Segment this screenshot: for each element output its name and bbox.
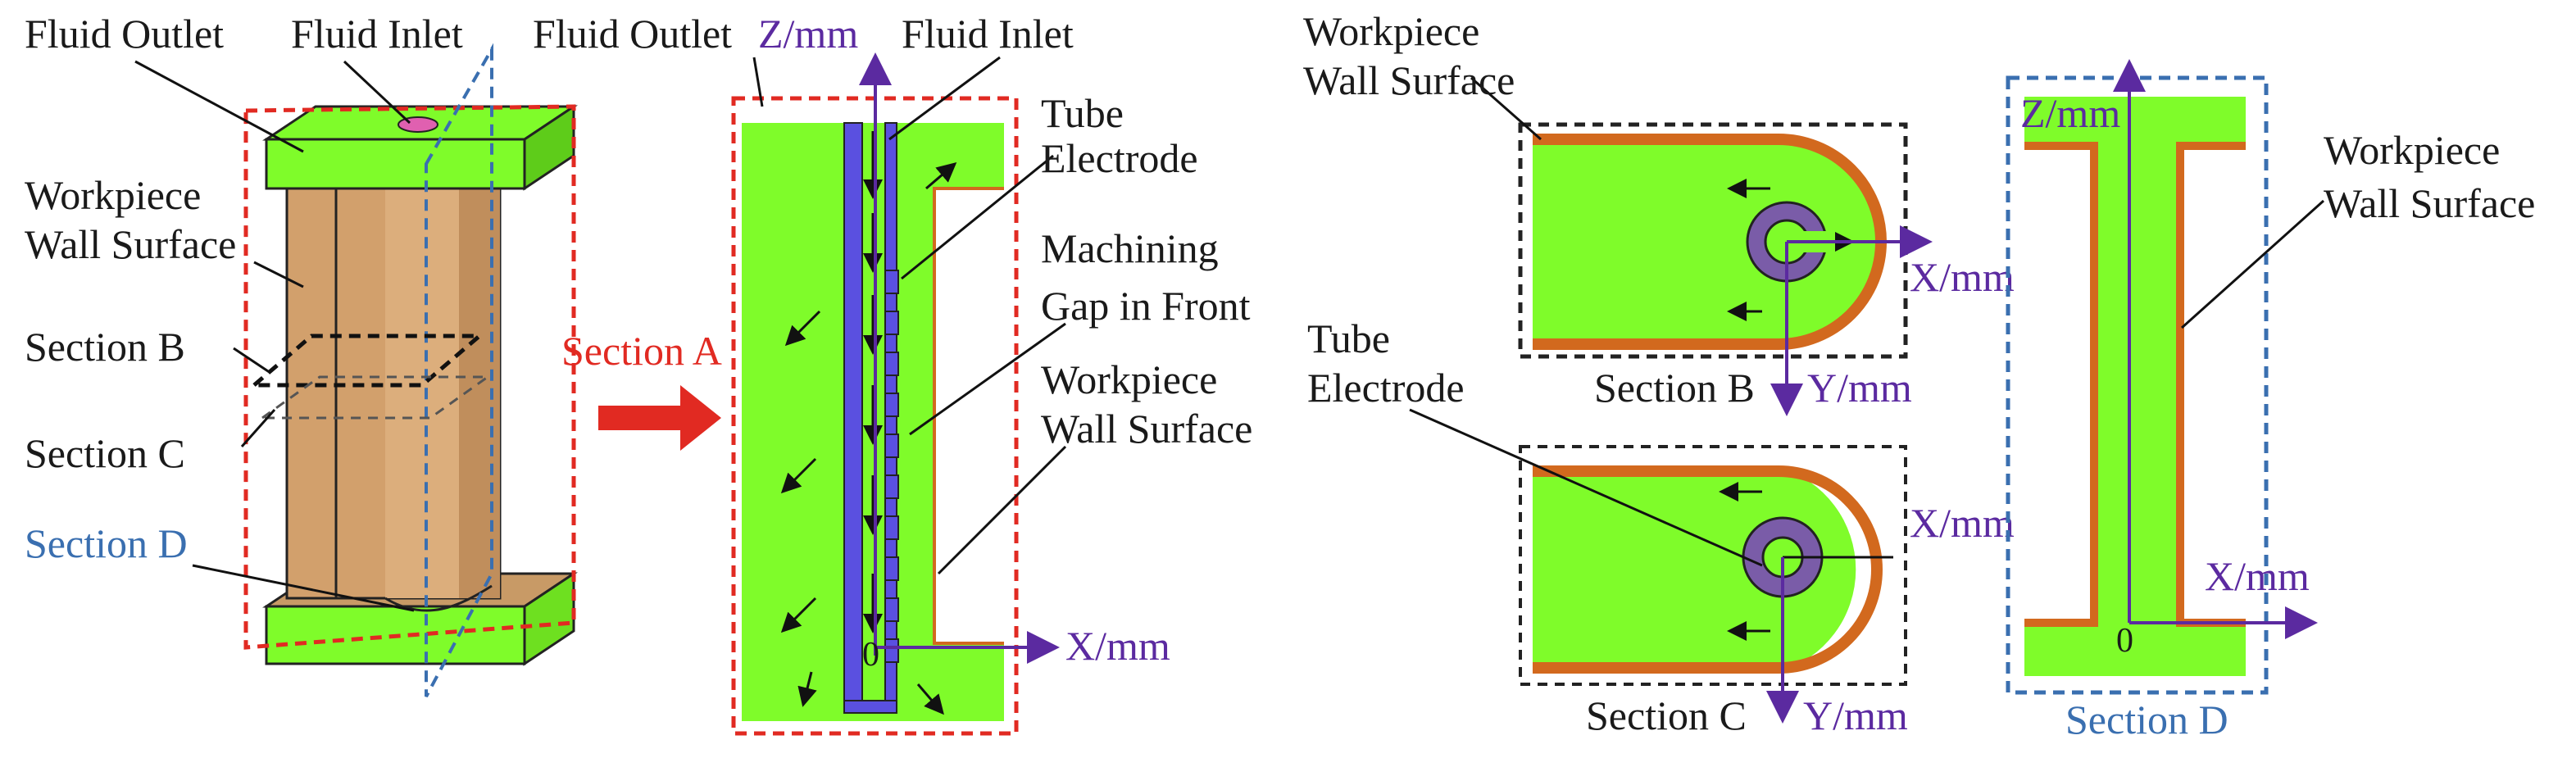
label-fluid-outlet: Fluid Outlet	[25, 11, 224, 57]
workpiece-pillar	[285, 187, 502, 612]
section-d-wall-left	[2024, 142, 2098, 627]
label-wall-line1-b: Workpiece	[1303, 8, 1479, 54]
label-x-axis-c: X/mm	[1910, 500, 2015, 546]
section-b-view	[1518, 122, 1933, 416]
label-wall-line1: Workpiece	[1041, 356, 1217, 402]
section-a-arrow	[598, 385, 721, 451]
section-a-plane	[243, 104, 576, 650]
label-x-axis-b: X/mm	[1910, 254, 2015, 300]
inlet-hole-icon	[398, 116, 438, 133]
label-wall-line2-d: Wall Surface	[2324, 180, 2535, 226]
label-tube-line2: Electrode	[1041, 135, 1198, 181]
section-c-view	[1519, 445, 1907, 724]
label-fluid-inlet: Fluid Inlet	[291, 11, 463, 57]
tube-electrode-bottom	[843, 700, 897, 714]
label-wall-line2: Wall Surface	[1041, 406, 1252, 452]
section-d-fluid	[2024, 97, 2246, 676]
label-wall-line2-b: Wall Surface	[1303, 57, 1515, 103]
top-block	[262, 104, 578, 191]
label-tube-line1: Tube	[1041, 90, 1124, 136]
panel-section-d: Z/mm Workpiece Wall Surface X/mm 0 Secti…	[2006, 59, 2535, 742]
label-origin-d: 0	[2116, 622, 2133, 660]
label-section-a: Section A	[561, 328, 722, 374]
tube-electrode-left	[843, 122, 863, 714]
panel-sections-b-c: Workpiece Wall Surface X/mm Section B Y/…	[1303, 8, 2015, 738]
label-workpiece-line1: Workpiece	[25, 172, 201, 218]
label-tube-line2-c: Electrode	[1307, 365, 1465, 411]
label-section-d-title: Section D	[2065, 697, 2228, 742]
label-workpiece-line2: Wall Surface	[25, 221, 236, 267]
label-y-axis-b: Y/mm	[1807, 365, 1912, 411]
label-section-c-title: Section C	[1586, 692, 1747, 738]
label-tube-line1-c: Tube	[1307, 315, 1390, 361]
label-section-b-title: Section B	[1594, 365, 1755, 411]
label-gap-line2: Gap in Front	[1041, 283, 1251, 329]
label-section-d: Section D	[25, 520, 188, 566]
label-z-axis-a: Z/mm	[758, 11, 858, 57]
section-c-wall	[1533, 465, 1883, 674]
label-fluid-outlet-a: Fluid Outlet	[533, 11, 732, 57]
flow-arrows	[780, 131, 957, 715]
section-d-frame	[2006, 75, 2269, 695]
label-wall-line1-d: Workpiece	[2324, 127, 2500, 173]
label-z-axis-d: Z/mm	[2020, 90, 2120, 136]
label-y-axis-c: Y/mm	[1803, 692, 1908, 738]
section-d-wall-right	[2176, 142, 2246, 627]
label-fluid-inlet-a: Fluid Inlet	[902, 11, 1074, 57]
section-b-fluid	[1533, 135, 1885, 348]
panel-section-a: Fluid Outlet Z/mm Fluid Inlet Tube Elect…	[533, 11, 1252, 736]
section-c-frame	[1519, 445, 1907, 686]
label-section-b: Section B	[25, 324, 185, 370]
label-x-axis-a: X/mm	[1065, 623, 1170, 669]
section-c-plane	[258, 375, 492, 420]
label-section-c: Section C	[25, 430, 185, 476]
label-origin-a: 0	[862, 636, 879, 674]
workpiece-wall	[933, 187, 1004, 645]
electrode-slots	[884, 270, 899, 663]
panel-3d-workpiece: Fluid Outlet Fluid Inlet Workpiece Wall …	[25, 11, 722, 697]
label-x-axis-d: X/mm	[2205, 553, 2310, 599]
label-gap-line1: Machining	[1041, 225, 1219, 271]
tube-electrode-right	[884, 122, 897, 714]
section-b-frame	[1518, 122, 1908, 359]
